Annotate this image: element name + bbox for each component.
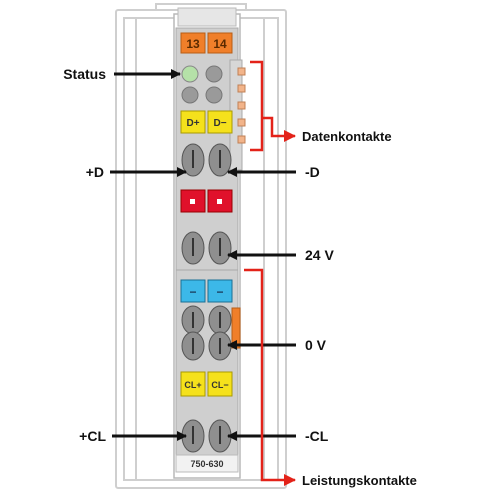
label-d-plus: D+ [186,118,199,129]
led-group [181,65,223,104]
minus-cl-label: -CL [305,428,329,444]
label-cl-plus: CL+ [184,380,201,390]
label-14: 14 [213,37,227,51]
leistungskontakte-bracket [244,268,296,486]
status-led [181,65,199,83]
led-4 [205,86,223,104]
led-2 [205,65,223,83]
label-13-plate [180,32,206,54]
label-d-minus: D− [213,118,226,129]
cl-terminal-labels: CL+ CL− [180,371,233,397]
v24-label: 24 V [305,247,334,263]
data-terminal-labels: D+ D− [180,110,233,134]
label-blue-2: − [216,285,223,299]
clamp-slots [192,150,221,444]
label-cl-minus: CL− [211,380,228,390]
datenkontakte-bracket [250,60,296,152]
label-13: 13 [186,37,200,51]
status-label: Status [63,66,106,82]
supply-0v-markers: − − [180,279,233,303]
power-contact-pin [231,307,241,349]
supply-24v-markers [180,189,233,213]
label-14-plate [207,32,233,54]
datenkontakte-label: Datenkontakte [302,129,392,144]
minus-d-label: -D [305,164,320,180]
plus-d-label: +D [86,164,104,180]
leistungskontakte-label: Leistungskontakte [302,473,417,488]
data-contact-pins [237,67,246,144]
top-label-group: 13 14 [180,32,233,54]
terminal-clamps [181,143,232,453]
label-blue-1: − [189,285,196,299]
led-3 [181,86,199,104]
v0-label: 0 V [305,337,327,353]
module-number: 750-630 [190,459,223,469]
plus-cl-label: +CL [79,428,106,444]
